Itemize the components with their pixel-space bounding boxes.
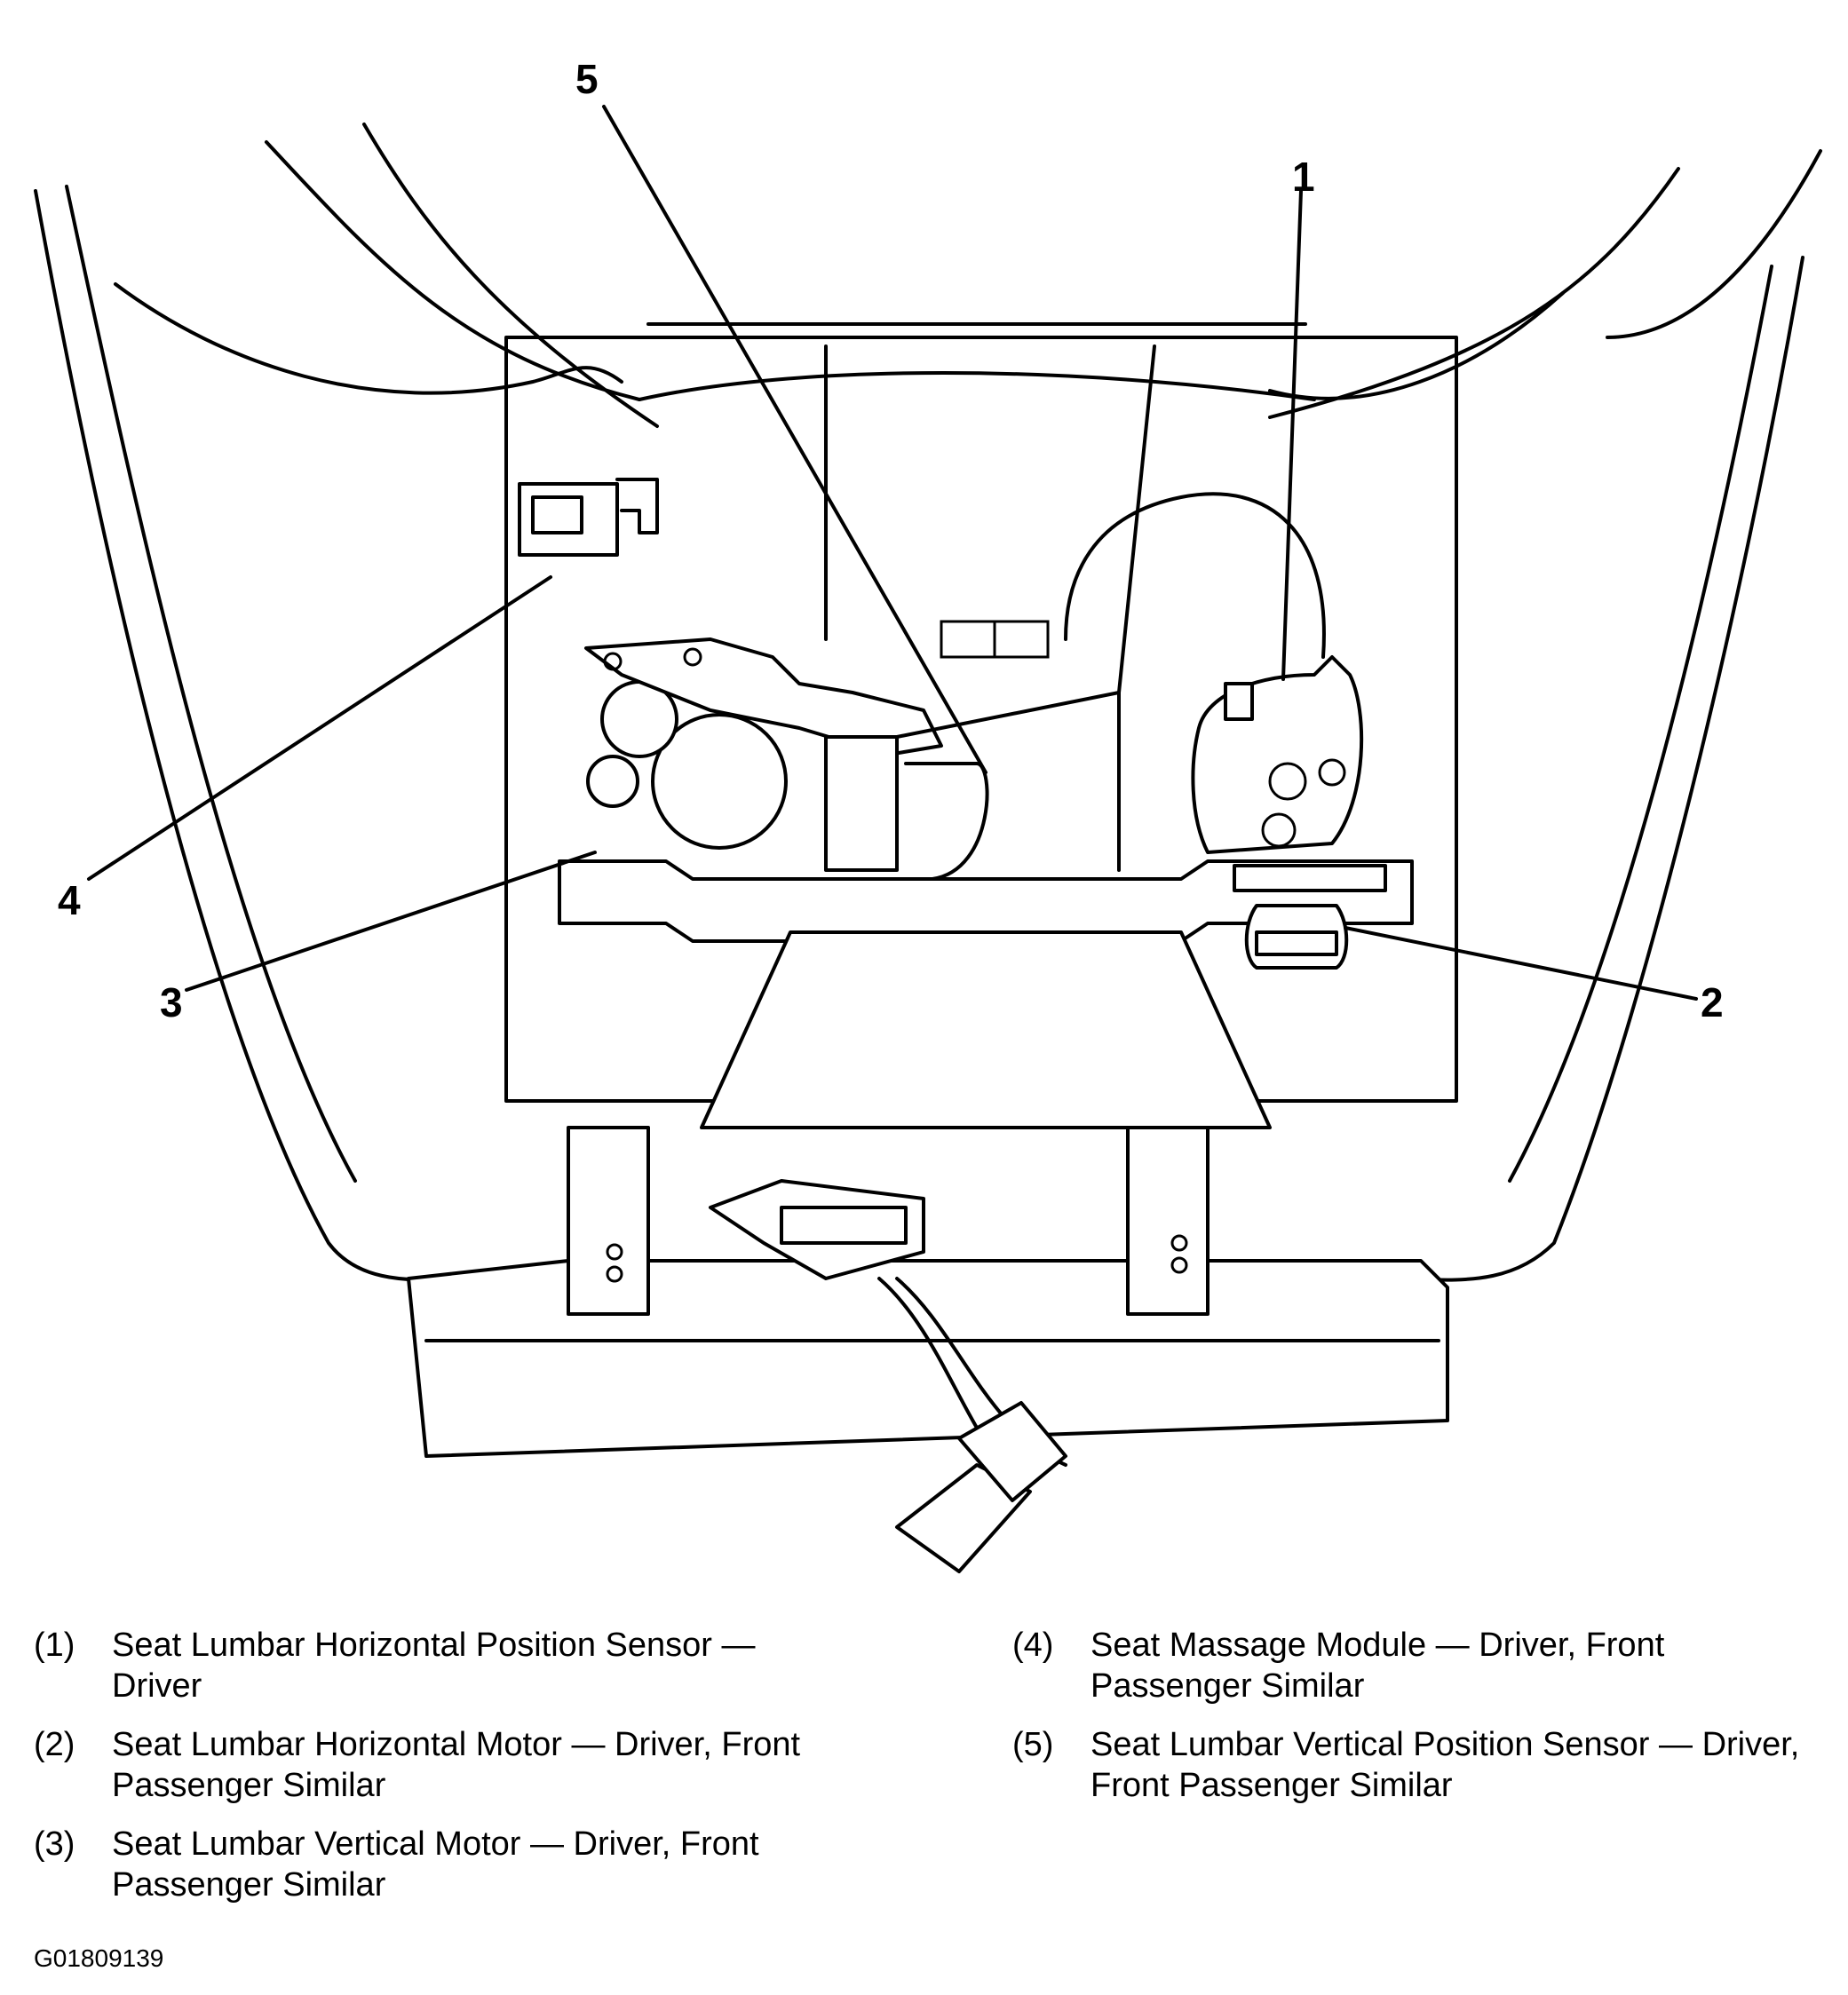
seatback-left-outline <box>34 189 464 1282</box>
legend-description: Seat Massage Module — Driver, Front Pass… <box>1091 1627 1665 1705</box>
leader-line-4 <box>87 575 552 881</box>
legend-item-4: (4) Seat Massage Module — Driver, Front … <box>1012 1625 1848 1706</box>
callout-2: 2 <box>1701 979 1724 1025</box>
vertical-motor <box>651 713 788 850</box>
legend-right-column: (4) Seat Massage Module — Driver, Front … <box>1012 1625 1848 1824</box>
cross-member-slot <box>1233 864 1387 892</box>
callout-5: 5 <box>575 56 599 102</box>
harness-plug-lower <box>895 1463 1032 1573</box>
sensor-tab <box>1224 682 1254 721</box>
seat-lumbar-diagram <box>34 123 1822 1573</box>
leader-line-5 <box>602 105 987 774</box>
seatback-left-inner <box>65 185 357 1183</box>
left-rail <box>567 1126 650 1316</box>
seatback-right-outline <box>1410 256 1804 1282</box>
legend: (1) Seat Lumbar Horizontal Position Sens… <box>0 1625 1848 1944</box>
sensor-cable-loop <box>1064 492 1326 659</box>
leader-line-3 <box>185 851 597 992</box>
legend-item-1: (1) Seat Lumbar Horizontal Position Sens… <box>34 1625 904 1706</box>
seat-illustration <box>34 123 1822 1573</box>
cross-member <box>558 859 1414 943</box>
leader-line-1 <box>1281 189 1303 681</box>
massage-module-bracket <box>615 478 659 534</box>
callout-4: 4 <box>58 877 81 923</box>
horizontal-motor-band <box>1255 930 1338 956</box>
lower-panel <box>700 930 1272 1129</box>
vertical-rod-right <box>1117 344 1156 694</box>
right-upholstery-fold-2 <box>1268 167 1680 419</box>
legend-number: (4) <box>1012 1627 1054 1664</box>
legend-description: Seat Lumbar Vertical Position Sensor — D… <box>1091 1726 1800 1804</box>
legend-description: Seat Lumbar Horizontal Position Sensor —… <box>112 1627 756 1705</box>
left-upholstery-fold-3 <box>362 123 659 428</box>
massage-module-connector <box>531 495 583 534</box>
legend-description: Seat Lumbar Horizontal Motor — Driver, F… <box>112 1726 801 1804</box>
legend-description: Seat Lumbar Vertical Motor — Driver, Fro… <box>112 1825 759 1904</box>
leader-line-2 <box>1344 926 1698 1001</box>
figure-id: G01809139 <box>34 1944 164 1972</box>
harness-connector-face <box>780 1206 908 1245</box>
seatback-top-arc <box>638 371 1316 401</box>
actuator-window-2 <box>993 620 1050 659</box>
callout-overlay: 1 2 3 4 5 <box>58 56 1724 1025</box>
right-rail <box>1126 1126 1210 1316</box>
callout-3: 3 <box>160 979 183 1025</box>
legend-number: (3) <box>34 1825 75 1863</box>
legend-number: (1) <box>34 1627 75 1664</box>
seatback-right-inner <box>1508 265 1773 1183</box>
center-actuator-block <box>824 735 899 872</box>
callout-1: 1 <box>1292 154 1315 200</box>
legend-item-2: (2) Seat Lumbar Horizontal Motor — Drive… <box>34 1724 904 1806</box>
legend-number: (2) <box>34 1726 75 1763</box>
left-upholstery-fold-2 <box>265 140 641 401</box>
right-upholstery-fold-3 <box>1606 149 1822 339</box>
legend-item-5: (5) Seat Lumbar Vertical Position Sensor… <box>1012 1724 1848 1806</box>
legend-number: (5) <box>1012 1726 1054 1763</box>
legend-item-3: (3) Seat Lumbar Vertical Motor — Driver,… <box>34 1824 904 1905</box>
harness-plug-upper <box>957 1401 1067 1502</box>
legend-left-column: (1) Seat Lumbar Horizontal Position Sens… <box>34 1625 904 1923</box>
vertical-motor-boss <box>586 755 639 808</box>
